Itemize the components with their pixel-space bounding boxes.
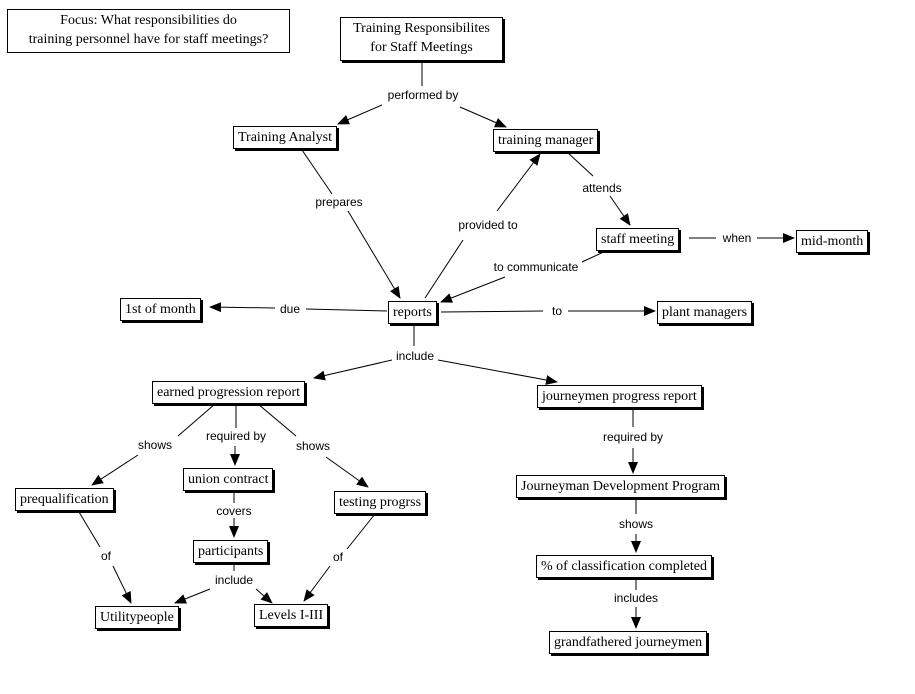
link-includes: includes	[610, 591, 662, 605]
concept-journeymen-progress-report[interactable]: journeymen progress report	[537, 385, 702, 408]
concept-testing-progrss[interactable]: testing progrss	[334, 491, 427, 514]
connector-arrow	[325, 456, 369, 488]
connector-arrow	[209, 302, 276, 313]
connector-line	[78, 511, 101, 548]
concept-participants[interactable]: participants	[193, 540, 269, 563]
concept-root-line-1: Training Responsibilites	[353, 21, 490, 36]
link-required-by-union: required by	[202, 429, 270, 443]
concept-training-manager[interactable]: training manager	[493, 129, 599, 152]
concept-classification-completed[interactable]: % of classification completed	[536, 555, 712, 578]
connector-line	[440, 310, 544, 313]
concept-mid-month[interactable]: mid-month	[796, 230, 869, 253]
connector-arrow	[112, 565, 132, 604]
connector-arrow	[609, 195, 631, 226]
focus-question: Focus: What responsibilities do training…	[7, 9, 290, 53]
connector-line	[301, 149, 333, 195]
link-when: when	[719, 231, 755, 245]
concept-prequalification[interactable]: prequalification	[15, 488, 114, 511]
connector-line	[305, 308, 388, 312]
link-include-participants: include	[211, 573, 257, 587]
concept-training-analyst[interactable]: Training Analyst	[233, 126, 337, 149]
link-required-by-jdp: required by	[599, 430, 667, 444]
link-provided-to: provided to	[455, 218, 521, 232]
connector-arrow	[255, 588, 273, 604]
concept-grandfathered-journeymen[interactable]: grandfathered journeymen	[549, 631, 708, 654]
connector-arrow	[337, 104, 383, 125]
link-shows-classification: shows	[615, 517, 657, 531]
connector-arrow	[91, 454, 139, 486]
connector-line	[346, 513, 376, 550]
link-of-testing: of	[329, 550, 347, 564]
concept-utilitypeople[interactable]: Utilitypeople	[95, 606, 179, 629]
concept-earned-progression-report[interactable]: earned progression report	[152, 381, 306, 404]
link-attends: attends	[579, 181, 625, 195]
connector-arrow	[459, 106, 507, 128]
connector-line	[566, 151, 594, 177]
link-of-prequalification: of	[97, 549, 115, 563]
concept-journeyman-development-program[interactable]: Journeyman Development Program	[516, 475, 726, 498]
connector-line	[424, 239, 464, 299]
link-shows-prequalification: shows	[134, 438, 176, 452]
concept-levels[interactable]: Levels I-III	[254, 604, 329, 627]
connector-arrow	[437, 359, 558, 385]
link-shows-testing: shows	[292, 439, 334, 453]
link-prepares: prepares	[312, 195, 366, 209]
connector-arrow	[303, 565, 331, 602]
concept-staff-meeting[interactable]: staff meeting	[596, 228, 680, 251]
connector-arrow	[347, 210, 401, 299]
link-performed-by: performed by	[384, 88, 462, 102]
concept-union-contract[interactable]: union contract	[183, 468, 274, 491]
concept-plant-managers[interactable]: plant managers	[657, 301, 753, 324]
connector-line	[177, 403, 216, 437]
focus-question-line-1: Focus: What responsibilities do	[60, 13, 237, 28]
focus-question-line-2: training personnel have for staff meetin…	[28, 32, 269, 47]
connector-arrow	[496, 153, 541, 212]
concept-reports[interactable]: reports	[388, 301, 437, 324]
link-covers: covers	[213, 504, 255, 518]
concept-1st-of-month[interactable]: 1st of month	[120, 298, 201, 321]
connector-line	[257, 403, 297, 437]
concept-root-line-2: for Staff Meetings	[370, 40, 473, 55]
link-due: due	[276, 302, 304, 316]
link-to: to	[548, 304, 566, 318]
concept-root[interactable]: Training Responsibilites for Staff Meeti…	[340, 17, 503, 61]
link-to-communicate: to communicate	[490, 260, 582, 274]
connector-arrow	[313, 359, 393, 381]
connector-line	[581, 249, 609, 263]
connector-arrow	[440, 276, 506, 303]
connector-arrow	[174, 588, 211, 604]
link-include: include	[392, 349, 438, 363]
